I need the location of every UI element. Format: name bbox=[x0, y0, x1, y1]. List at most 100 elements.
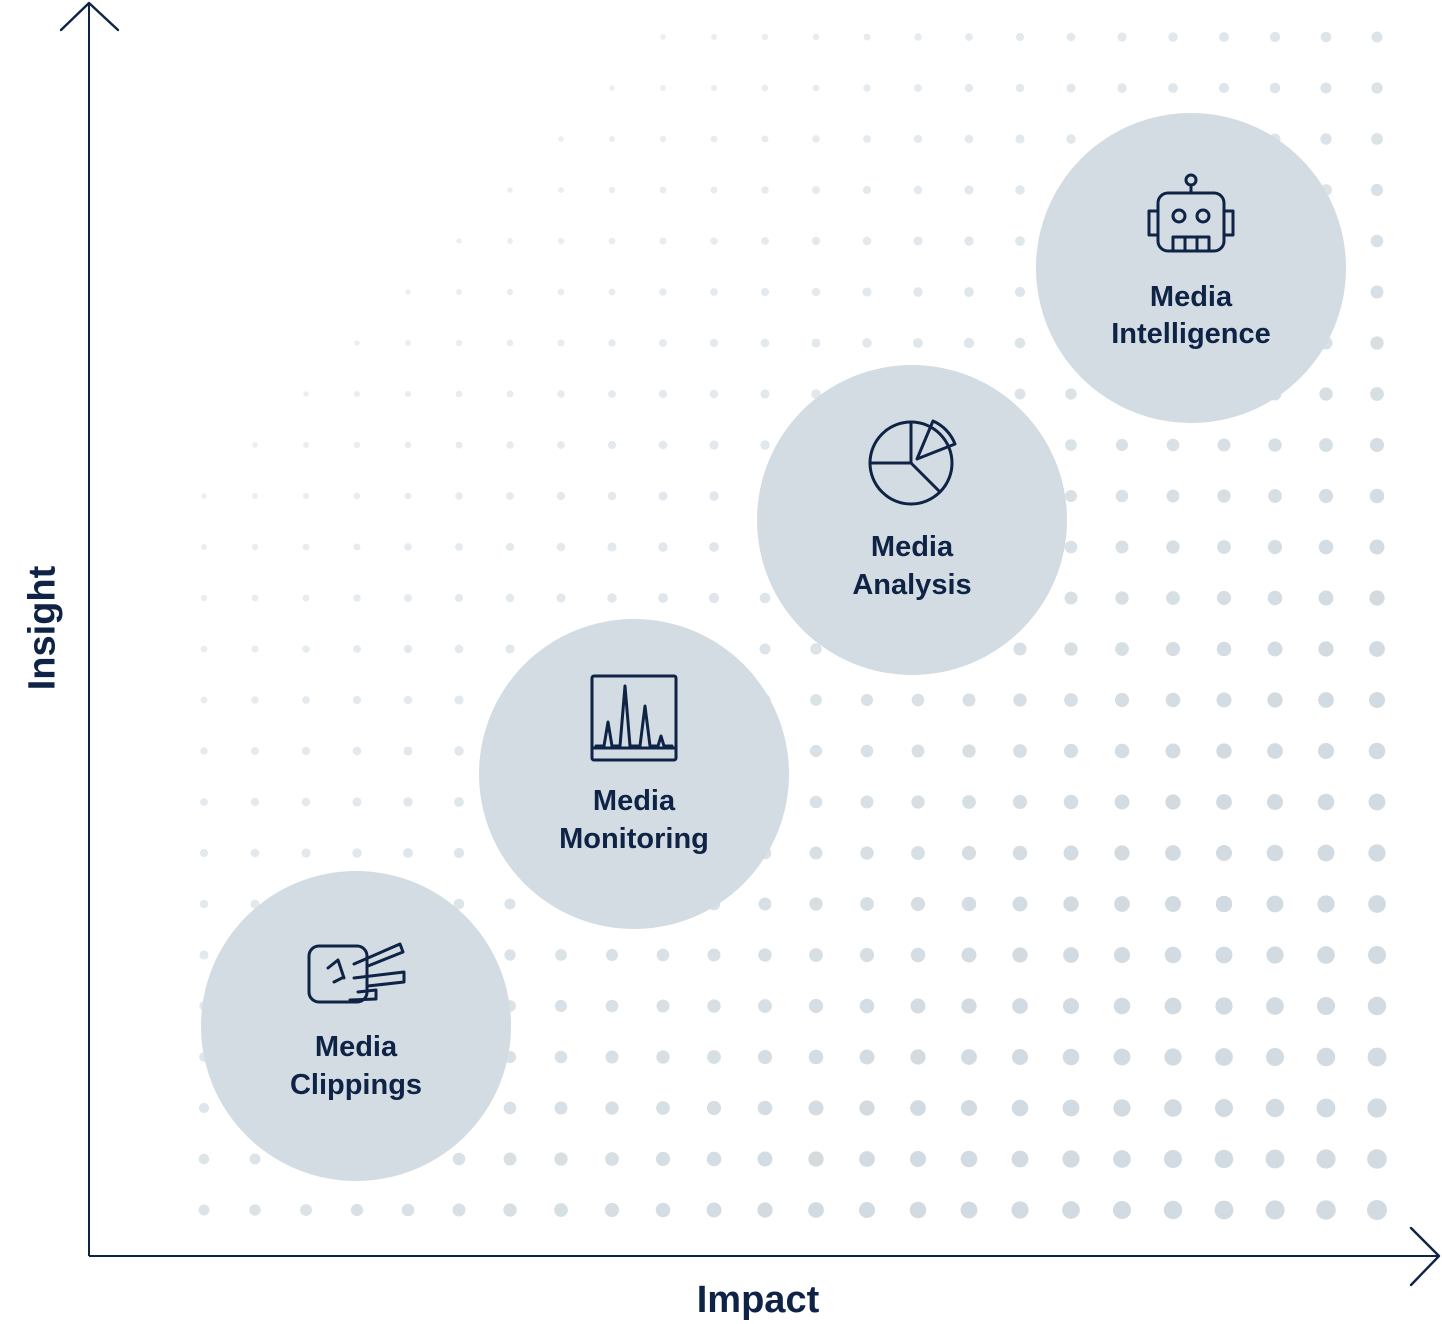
grid-dot bbox=[860, 795, 874, 809]
grid-dot bbox=[710, 135, 718, 143]
grid-dot bbox=[1064, 489, 1078, 503]
grid-dot bbox=[1114, 896, 1130, 912]
grid-dot bbox=[452, 1152, 466, 1166]
grid-dot bbox=[1217, 489, 1231, 503]
grid-dot bbox=[910, 1100, 926, 1116]
grid-dot bbox=[556, 542, 566, 552]
grid-dot bbox=[862, 338, 872, 348]
grid-dot bbox=[1014, 337, 1026, 349]
grid-dot bbox=[1316, 1047, 1336, 1067]
grid-dot bbox=[1216, 743, 1232, 759]
grid-dot bbox=[604, 1202, 620, 1218]
grid-dot bbox=[760, 440, 770, 450]
grid-dot bbox=[1168, 83, 1178, 93]
grid-dot bbox=[506, 339, 514, 347]
grid-dot bbox=[913, 134, 923, 144]
stage-media-monitoring: Media Monitoring bbox=[479, 619, 789, 929]
grid-dot bbox=[1012, 845, 1028, 861]
grid-dot bbox=[1063, 794, 1079, 810]
grid-dot bbox=[1163, 1200, 1183, 1220]
grid-dot bbox=[909, 1150, 927, 1168]
grid-dot bbox=[352, 746, 362, 756]
grid-dot bbox=[1115, 642, 1129, 656]
grid-dot bbox=[961, 947, 977, 963]
grid-dot bbox=[1269, 82, 1281, 94]
grid-dot bbox=[1012, 794, 1028, 810]
grid-dot bbox=[1164, 1048, 1182, 1066]
grid-dot bbox=[1114, 794, 1130, 810]
grid-dot bbox=[252, 493, 258, 499]
grid-dot bbox=[1266, 997, 1284, 1015]
grid-dot bbox=[1320, 31, 1332, 43]
grid-dot bbox=[1114, 845, 1130, 861]
grid-dot bbox=[352, 695, 362, 705]
grid-dot bbox=[250, 848, 260, 858]
grid-dot bbox=[758, 999, 772, 1013]
grid-dot bbox=[961, 896, 977, 912]
grid-dot bbox=[507, 187, 513, 193]
stage-label-line2: Analysis bbox=[852, 569, 971, 601]
grid-dot bbox=[198, 1153, 210, 1165]
grid-dot bbox=[1164, 895, 1182, 913]
grid-dot bbox=[808, 1049, 824, 1065]
grid-dot bbox=[1215, 946, 1233, 964]
grid-dot bbox=[706, 1151, 722, 1167]
grid-dot bbox=[863, 33, 871, 41]
grid-dot bbox=[911, 744, 925, 758]
grid-dot bbox=[709, 542, 719, 552]
grid-dot bbox=[401, 1203, 415, 1217]
grid-dot bbox=[554, 1203, 568, 1217]
stage-label-line2: Intelligence bbox=[1111, 318, 1271, 350]
y-axis-arrow-icon bbox=[59, 1, 120, 32]
grid-dot bbox=[251, 645, 259, 653]
grid-dot bbox=[760, 389, 770, 399]
stage-media-clippings: Media Clippings bbox=[201, 871, 511, 1181]
grid-dot bbox=[810, 643, 822, 655]
y-axis-label: Insight bbox=[21, 565, 63, 690]
grid-dot bbox=[405, 340, 411, 346]
grid-dot bbox=[1316, 996, 1336, 1016]
grid-dot bbox=[1015, 134, 1025, 144]
grid-dot bbox=[198, 1102, 210, 1114]
grid-dot bbox=[808, 1202, 824, 1218]
stage-media-analysis: Media Analysis bbox=[757, 365, 1067, 675]
stage-label-line1: Media bbox=[315, 1031, 398, 1063]
grid-dot bbox=[607, 593, 617, 603]
grid-dot bbox=[710, 288, 718, 296]
grid-dot bbox=[1267, 641, 1283, 657]
grid-dot bbox=[1014, 388, 1026, 400]
grid-dot bbox=[1064, 642, 1078, 656]
grid-dot bbox=[1012, 896, 1028, 912]
grid-dot bbox=[760, 287, 770, 297]
grid-dot bbox=[1117, 32, 1127, 42]
grid-dot bbox=[507, 238, 513, 244]
grid-dot bbox=[1063, 896, 1079, 912]
grid-dot bbox=[1014, 286, 1026, 298]
grid-dot bbox=[200, 696, 208, 704]
grid-dot bbox=[556, 593, 566, 603]
grid-dot bbox=[1268, 489, 1282, 503]
grid-dot bbox=[1215, 895, 1233, 913]
grid-dot bbox=[811, 236, 821, 246]
grid-dot bbox=[249, 1153, 261, 1165]
grid-dot bbox=[352, 848, 362, 858]
grid-dot bbox=[404, 492, 412, 500]
grid-dot bbox=[1370, 336, 1384, 350]
grid-dot bbox=[859, 1100, 875, 1116]
grid-dot bbox=[302, 543, 310, 551]
grid-dot bbox=[555, 949, 567, 961]
grid-dot bbox=[656, 1050, 670, 1064]
grid-dot bbox=[761, 237, 769, 245]
grid-dot bbox=[1013, 744, 1027, 758]
grid-dot bbox=[301, 797, 311, 807]
grid-dot bbox=[911, 693, 925, 707]
grid-dot bbox=[353, 645, 361, 653]
grid-dot bbox=[554, 999, 568, 1013]
grid-dot bbox=[961, 845, 977, 861]
grid-dot bbox=[354, 340, 360, 346]
grid-dot bbox=[456, 289, 462, 295]
grid-dot bbox=[964, 287, 974, 297]
grid-dot bbox=[353, 492, 361, 500]
grid-dot bbox=[1265, 1047, 1285, 1067]
grid-dot bbox=[960, 1099, 978, 1117]
